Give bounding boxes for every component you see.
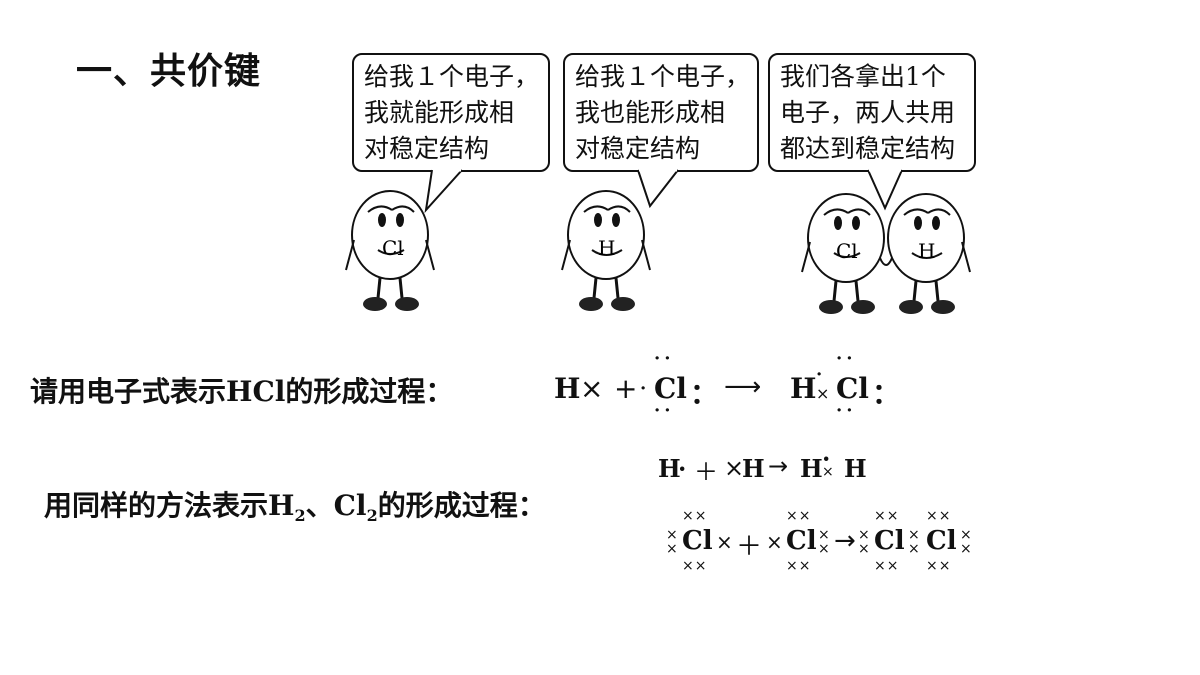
h-symbol: H — [790, 372, 817, 405]
shared-electron-pair: ×× — [908, 527, 920, 557]
cl-symbol: Cl — [836, 372, 869, 405]
character-label: H — [598, 236, 615, 260]
h-symbol: H — [658, 454, 681, 483]
electron-pair-right: ： — [690, 377, 719, 410]
cl-symbol: Cl — [926, 526, 957, 556]
electron-dot: · — [640, 378, 651, 399]
electron-crosses-right: ×× — [818, 527, 830, 557]
electron-pair-bottom: ·· — [836, 400, 857, 421]
electron-pair-right: ： — [872, 377, 901, 410]
hcl-electron-equation: H × + · ·· Cl ·· ： ⟶ H · × ·· Cl ·· ： — [554, 342, 914, 422]
bubble-line: 给我１个电子， — [364, 62, 540, 91]
separator: 、 — [305, 489, 334, 522]
question-suffix: 的形成过程： — [377, 489, 546, 522]
shared-dot: · — [816, 364, 827, 385]
cl-symbol: Cl — [654, 372, 687, 405]
electron-cross: × — [580, 372, 604, 405]
electron-crosses-bottom: ×× — [874, 558, 900, 574]
question-h2-cl2: 用同样的方法表示H2、Cl2的形成过程： — [44, 484, 546, 525]
electron-cross: × — [766, 530, 783, 554]
electron-dot: · — [678, 454, 687, 483]
page-title: 一、共价键 — [76, 51, 262, 92]
speech-bubble-h: 给我１个电子， 我也能形成相 对稳定结构 — [563, 53, 759, 172]
question-formula: HCl — [226, 375, 286, 408]
electron-crosses-top: ×× — [786, 508, 812, 524]
h-symbol: H — [800, 454, 823, 483]
h-symbol: H — [742, 454, 765, 483]
speech-bubble-cl: 给我１个电子， 我就能形成相 对稳定结构 — [352, 53, 550, 172]
question-prefix: 用同样的方法表示 — [44, 489, 269, 522]
bubble-line: 我也能形成相 — [575, 98, 726, 127]
electron-crosses-bottom: ×× — [926, 558, 952, 574]
question-hcl: 请用电子式表示HCl的形成过程： — [30, 370, 453, 410]
electron-crosses-right: ×× — [960, 527, 972, 557]
character-label: Cl — [836, 239, 858, 263]
h2-electron-equation: H · ＋ × H → H · × H — [658, 444, 898, 494]
bubble-line: 我们各拿出1个 — [780, 62, 946, 91]
cl-symbol: Cl — [682, 526, 713, 556]
electron-cross: × — [724, 454, 745, 482]
arrow: ⟶ — [724, 372, 762, 402]
electron-crosses-bottom: ×× — [786, 558, 812, 574]
electron-crosses-top: ×× — [926, 508, 952, 524]
bubble-line: 对稳定结构 — [364, 134, 490, 163]
electron-crosses-top: ×× — [682, 508, 708, 524]
electron-pair-top: ·· — [654, 348, 675, 369]
h-symbol: H — [554, 372, 581, 405]
electron-pair-top: ·· — [836, 348, 857, 369]
cl-symbol: Cl — [786, 526, 817, 556]
electron-crosses-left: ×× — [666, 527, 678, 557]
electron-crosses-left: ×× — [858, 527, 870, 557]
cl2-electron-equation: ×× ×× Cl ×× × ＋ × ×× Cl ×× ×× → ×× ×× Cl… — [662, 508, 992, 578]
plus-sign: ＋ — [736, 532, 763, 562]
h-atom-character: H — [561, 190, 651, 311]
arrow: → — [768, 452, 789, 480]
shared-cross: × — [822, 464, 834, 480]
bubble-line: 电子，两人共用 — [780, 98, 956, 127]
electron-crosses-top: ×× — [874, 508, 900, 524]
electron-pair-bottom: ·· — [654, 400, 675, 421]
cl-subscript: 2 — [366, 506, 378, 525]
bubble-line: 我就能形成相 — [364, 98, 515, 127]
arrow: → — [834, 526, 856, 556]
plus-sign: ＋ — [694, 458, 718, 486]
electron-crosses-bottom: ×× — [682, 558, 708, 574]
bubble-line: 给我１个电子， — [575, 62, 751, 91]
cl-symbol: Cl — [333, 489, 367, 522]
h-symbol: H — [844, 454, 867, 483]
question-prefix: 请用电子式表示 — [30, 375, 227, 408]
h-subscript: 2 — [294, 506, 306, 525]
bubble-line: 都达到稳定结构 — [780, 134, 956, 163]
plus-sign: + — [614, 372, 638, 405]
bubble-line: 对稳定结构 — [575, 134, 701, 163]
question-suffix: 的形成过程： — [285, 375, 454, 408]
cl-atom-character: Cl — [345, 190, 435, 311]
cl-symbol: Cl — [874, 526, 905, 556]
h-symbol: H — [268, 489, 295, 522]
speech-bubble-pair: 我们各拿出1个 电子，两人共用 都达到稳定结构 — [768, 53, 976, 172]
shared-dot: · — [822, 444, 831, 473]
character-label: H — [918, 239, 935, 263]
shared-cross: × — [816, 384, 830, 403]
character-label: Cl — [382, 236, 404, 260]
electron-cross: × — [716, 530, 733, 554]
cl-h-pair-characters: Cl H — [801, 193, 971, 314]
